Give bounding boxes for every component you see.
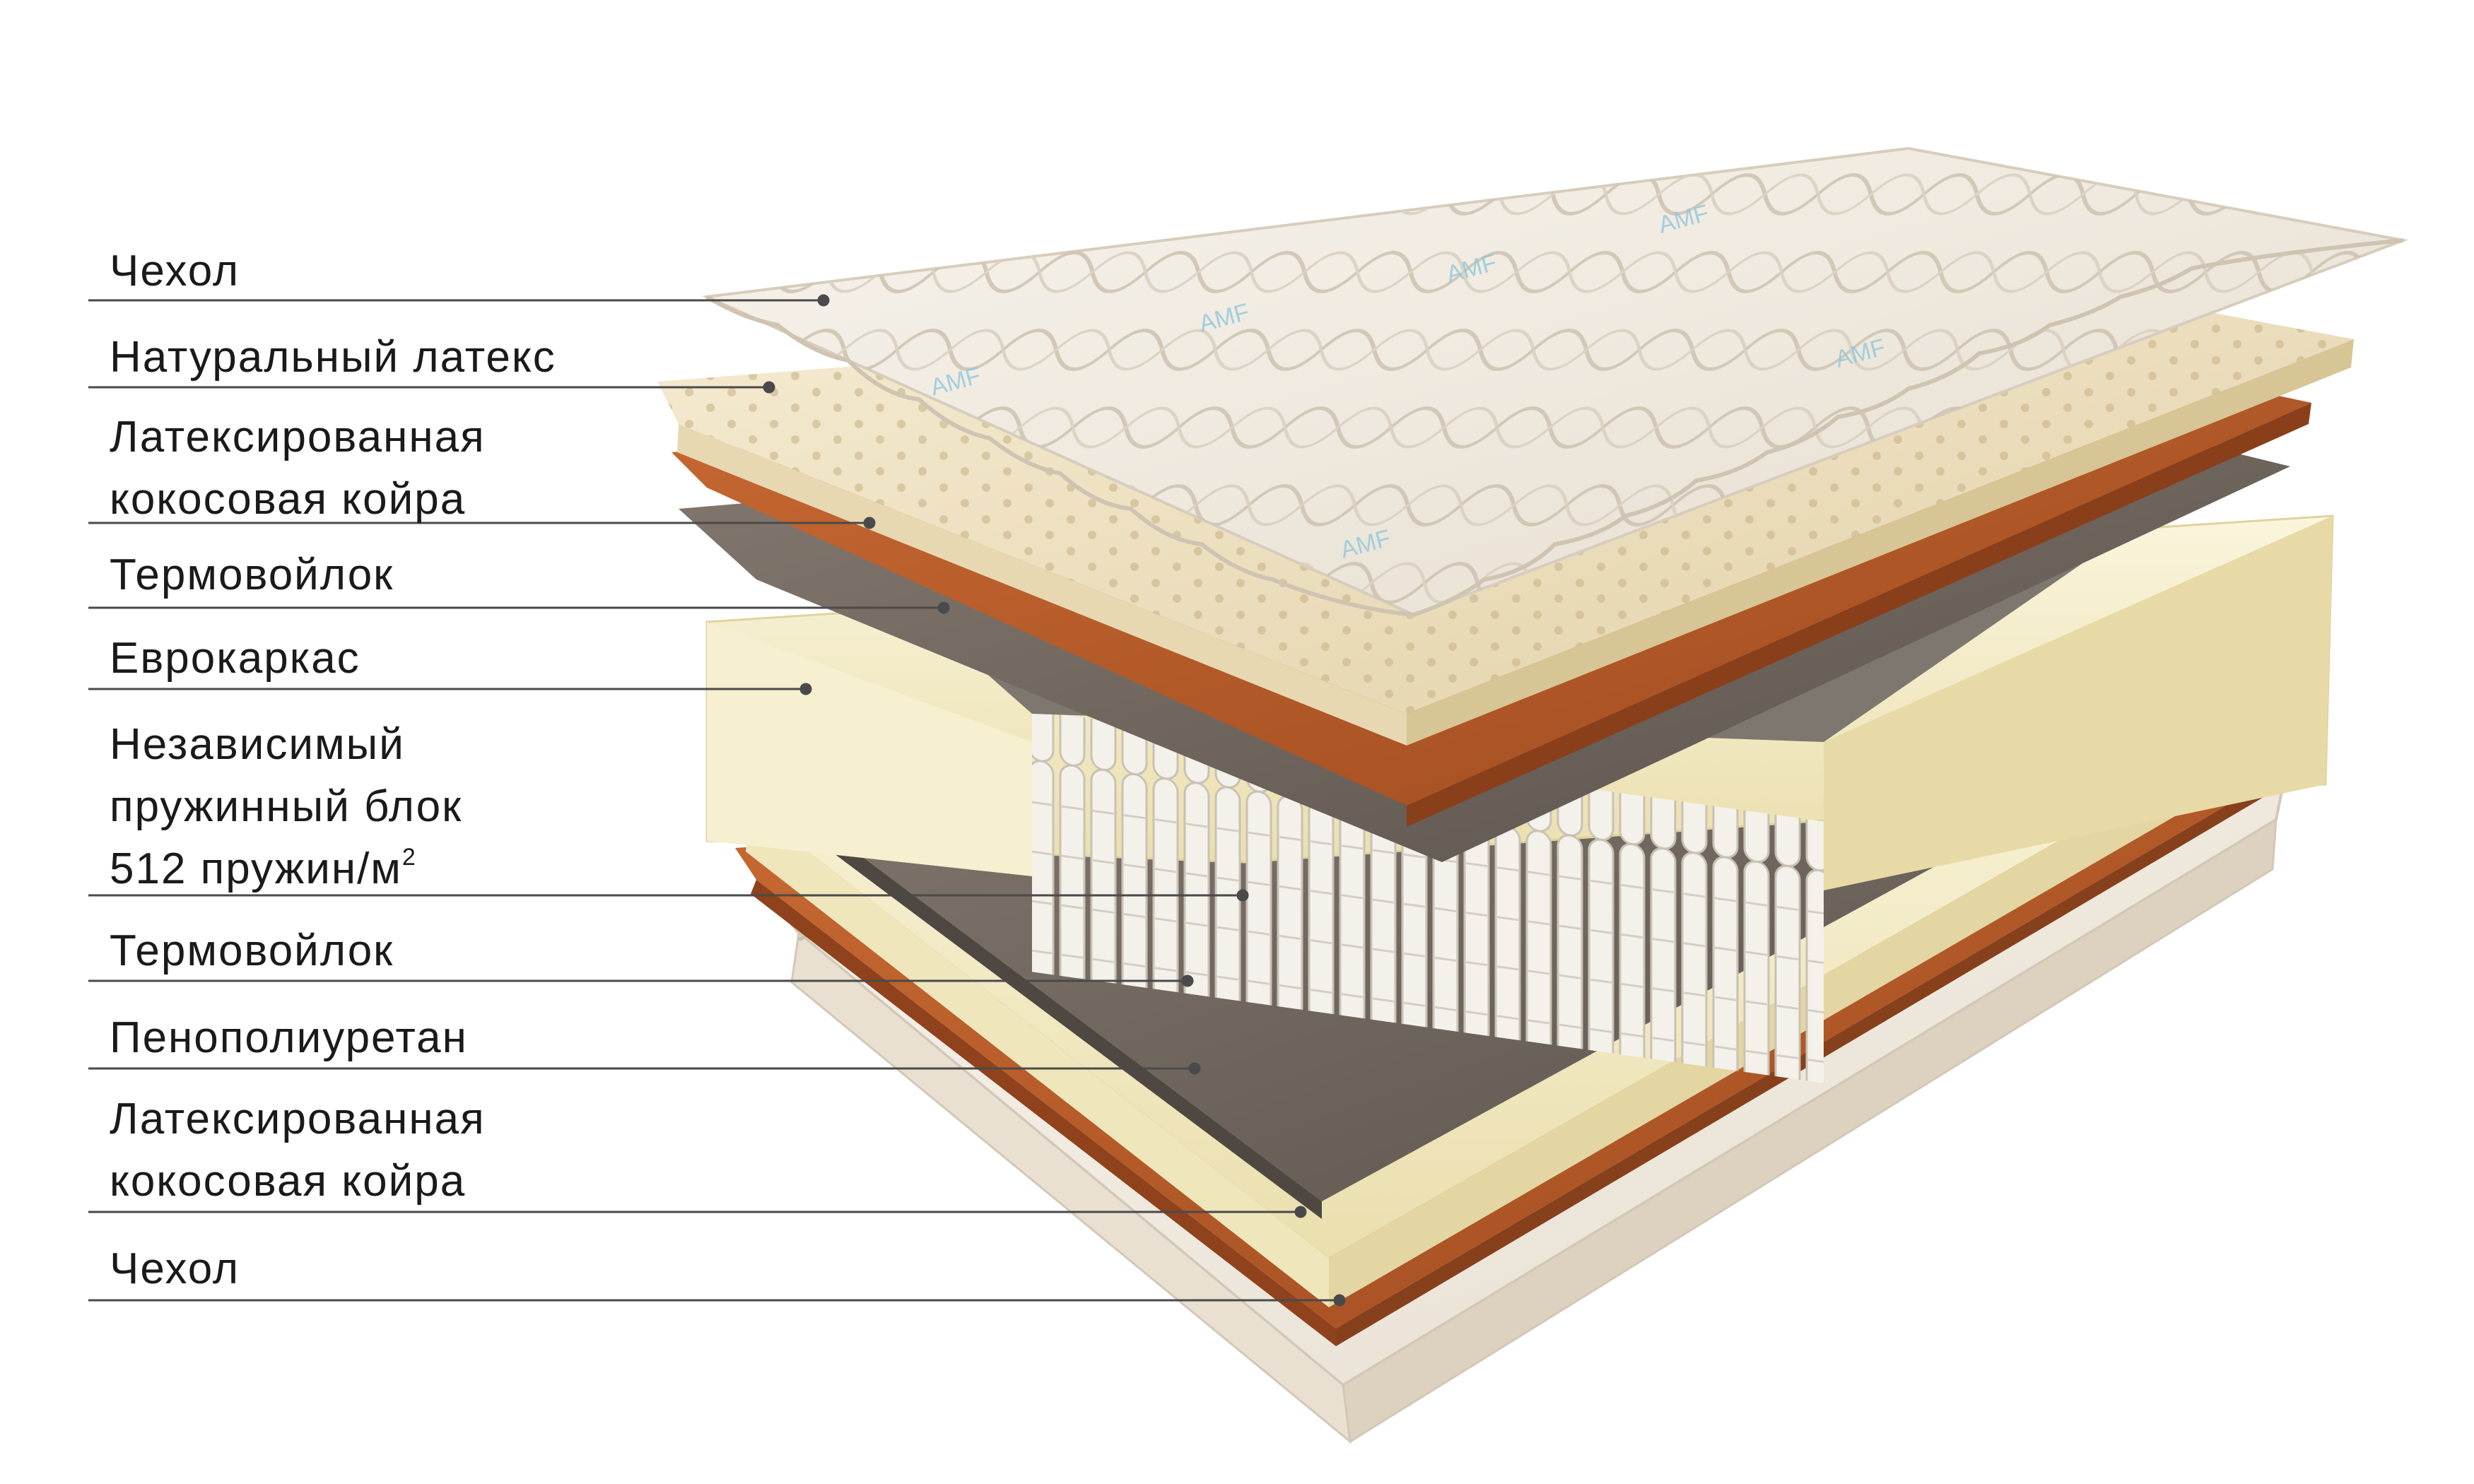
anchor-dot-felt-bottom [1181, 974, 1194, 987]
label-line: Латексированная [110, 413, 486, 461]
label-line: кокосовая койра [110, 475, 467, 524]
label-line: Еврокаркас [110, 634, 360, 683]
label-line: пружинный блок [110, 782, 463, 831]
leader-lines [88, 294, 1346, 1307]
anchor-dot-euroframe [799, 683, 812, 695]
label-line-density: 512 пружин/м2 [110, 838, 746, 900]
label-line: Термовойлок [110, 550, 394, 599]
label-line: Термовойлок [110, 926, 394, 975]
anchor-dot-felt-top [937, 601, 950, 614]
anchor-dot-foam [1188, 1062, 1201, 1075]
density-text: 512 пружин/м [110, 844, 402, 893]
anchor-dot-latex [763, 381, 775, 394]
cover-top-shape [701, 146, 2409, 617]
label-felt-top: Термовойлок [110, 544, 746, 606]
anchor-dot-cover-bottom [1333, 1294, 1346, 1307]
label-line: Латексированная [110, 1095, 486, 1143]
label-foam: Пенополиуретан [110, 1007, 746, 1069]
anchor-dot-cover-top [817, 294, 830, 307]
label-cover-top: Чехол [110, 240, 746, 302]
label-line: Пенополиуретан [110, 1013, 468, 1062]
anchor-dot-coir-top [863, 517, 876, 529]
label-coir-bottom: Латексированная кокосовая койра [110, 1088, 746, 1213]
label-euroframe: Еврокаркас [110, 628, 746, 690]
density-superscript: 2 [401, 844, 417, 871]
label-coir-top: Латексированная кокосовая койра [110, 406, 746, 531]
anchor-dot-coir-bottom [1294, 1206, 1307, 1218]
label-line: Чехол [110, 247, 240, 295]
label-line: кокосовая койра [110, 1157, 467, 1206]
label-latex: Натуральный латекс [110, 326, 746, 389]
label-line: Чехол [110, 1244, 240, 1293]
label-line: Независимый [110, 720, 405, 769]
label-springs: Независимый пружинный блок 512 пружин/м2 [110, 714, 746, 900]
anchor-dot-springs [1236, 889, 1249, 902]
label-felt-bottom: Термовойлок [110, 920, 746, 982]
label-cover-bottom: Чехол [110, 1238, 746, 1300]
label-line: Натуральный латекс [110, 333, 556, 382]
